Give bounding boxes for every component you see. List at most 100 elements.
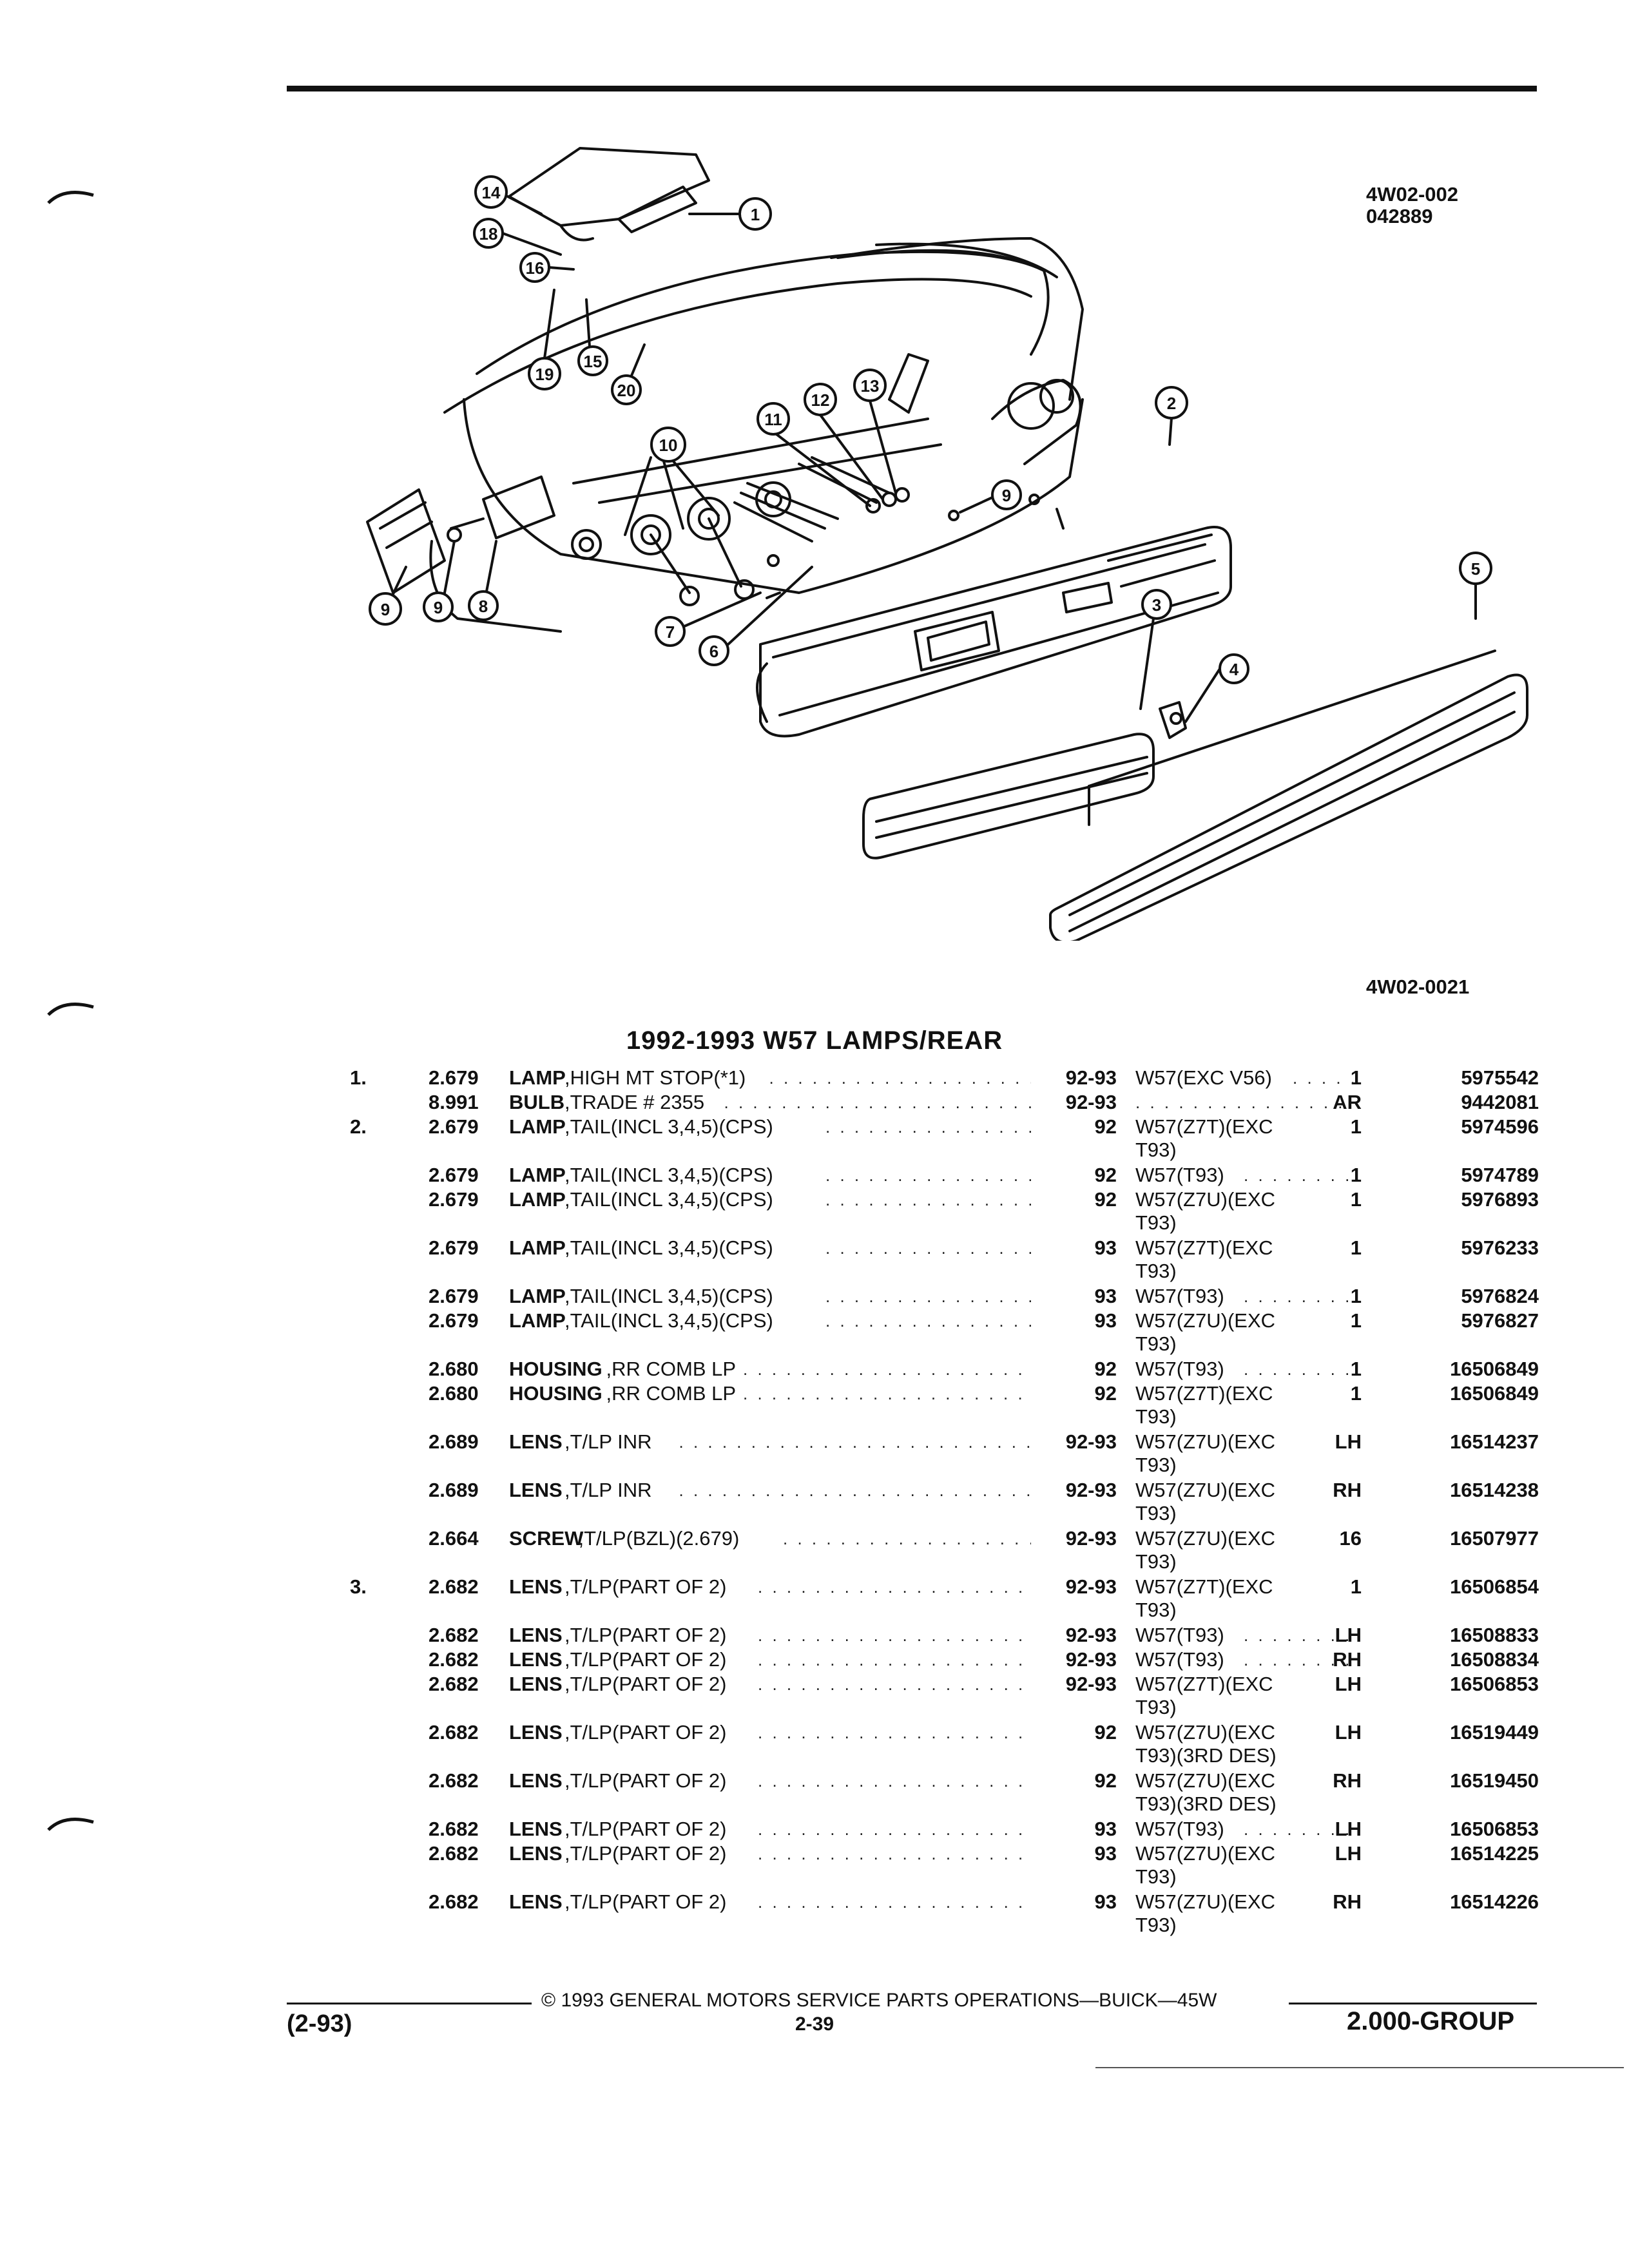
- leader-dots: . . . . . . . . . . . . . . . . . . . . …: [724, 1093, 1032, 1112]
- callout-label: 9: [1002, 486, 1011, 505]
- part-model-continued: T93): [1135, 1914, 1177, 1936]
- part-catalog-group: 2.682: [429, 1648, 479, 1671]
- callout-12: 11: [757, 402, 871, 507]
- leader-dots: . . . . . . . . . . . . . . . . . . . . …: [825, 1190, 1031, 1209]
- part-years: 92: [1094, 1188, 1117, 1211]
- part-years: 92-93: [1065, 1673, 1117, 1695]
- callout-label: 20: [617, 381, 636, 400]
- part-model-continued: T93): [1135, 1405, 1177, 1428]
- callout-9-b: 9: [423, 540, 456, 622]
- part-number: 16519450: [1450, 1769, 1539, 1792]
- part-quantity: 1: [1350, 1382, 1362, 1405]
- part-quantity: LH: [1335, 1721, 1362, 1744]
- part-number: 16519449: [1450, 1721, 1539, 1744]
- part-model-continued: T93): [1135, 1139, 1177, 1161]
- callout-20: 20: [611, 343, 646, 405]
- part-model-continued: T93): [1135, 1865, 1177, 1888]
- leader-dots: . . . . . . . . . . . . . . . . . . . . …: [1244, 1820, 1353, 1839]
- part-description: ,T/LP(PART OF 2): [564, 1769, 727, 1792]
- part-number: 16506853: [1450, 1673, 1539, 1695]
- callout-label: 14: [482, 183, 501, 202]
- part-name: LENS: [509, 1624, 563, 1646]
- leader-dots: . . . . . . . . . . . . . . . . . . . . …: [679, 1432, 1032, 1452]
- callout-9: 9: [959, 479, 1022, 514]
- leader-dots: . . . . . . . . . . . . . . . . . . . . …: [743, 1384, 1031, 1403]
- part-description: ,TAIL(INCL 3,4,5)(CPS): [564, 1115, 773, 1138]
- part-number: 16514225: [1450, 1842, 1539, 1865]
- part-name: BULB: [509, 1091, 565, 1113]
- part-description: ,RR COMB LP: [606, 1382, 737, 1405]
- callout-5: 5: [1459, 552, 1492, 620]
- part-description: ,T/LP(PART OF 2): [564, 1890, 727, 1913]
- part-name: LAMP: [509, 1236, 566, 1259]
- part-model-continued: T93): [1135, 1211, 1177, 1234]
- callout-10: 9: [369, 566, 407, 626]
- callout-label: 2: [1167, 394, 1176, 413]
- part-quantity: 1: [1350, 1066, 1362, 1089]
- callout-label: 6: [709, 642, 718, 661]
- callout-label: 12: [811, 390, 830, 410]
- part-quantity: 1: [1350, 1236, 1362, 1259]
- leader-dots: . . . . . . . . . . . . . . . . . . . . …: [825, 1166, 1031, 1185]
- part-quantity: LH: [1335, 1842, 1362, 1865]
- part-description: ,TAIL(INCL 3,4,5)(CPS): [564, 1285, 773, 1307]
- part-catalog-group: 2.679: [429, 1285, 479, 1307]
- part-model: W57(Z7U)(EXC: [1135, 1479, 1276, 1501]
- part-model: W57(Z7T)(EXC: [1135, 1673, 1273, 1695]
- leader-dots: . . . . . . . . . . . . . . . . . . . . …: [1293, 1068, 1353, 1088]
- bottom-rule: [1095, 2067, 1624, 2068]
- part-years: 92: [1094, 1358, 1117, 1380]
- callout-11: 10: [624, 427, 720, 536]
- leader-dots: . . . . . . . . . . . . . . . . . . . . …: [825, 1117, 1031, 1137]
- part-description: ,RR COMB LP: [606, 1358, 737, 1380]
- part-years: 92: [1094, 1769, 1117, 1792]
- part-description: ,T/LP(PART OF 2): [564, 1648, 727, 1671]
- callout-3: 3: [1139, 589, 1172, 710]
- part-catalog-group: 2.689: [429, 1479, 479, 1501]
- callout-label: 3: [1152, 595, 1161, 615]
- part-model-continued: T93): [1135, 1696, 1177, 1718]
- part-catalog-group: 2.682: [429, 1673, 479, 1695]
- leader-dots: . . . . . . . . . . . . . . . . . . . . …: [758, 1844, 1031, 1863]
- figure-code-top: 4W02-002 042889: [1366, 184, 1458, 227]
- callout-label: 11: [764, 410, 782, 429]
- part-model-continued: T93)(3RD DES): [1135, 1744, 1277, 1767]
- leader-dots: . . . . . . . . . . . . . . . . . . . . …: [758, 1577, 1031, 1597]
- callout-1: 1: [688, 197, 772, 231]
- callout-label: 10: [659, 436, 678, 455]
- part-description: ,TAIL(INCL 3,4,5)(CPS): [564, 1188, 773, 1211]
- part-number: 5975542: [1461, 1066, 1539, 1089]
- part-quantity: RH: [1333, 1648, 1362, 1671]
- part-name: LAMP: [509, 1164, 566, 1186]
- part-number: 16514238: [1450, 1479, 1539, 1501]
- leader-dots: . . . . . . . . . . . . . . . . . . . . …: [743, 1360, 1031, 1379]
- part-years: 92-93: [1065, 1648, 1117, 1671]
- part-name: LENS: [509, 1648, 563, 1671]
- leader-dots: . . . . . . . . . . . . . . . . . . . . …: [679, 1481, 1032, 1500]
- callout-16: 15: [577, 298, 608, 376]
- part-catalog-group: 2.682: [429, 1818, 479, 1840]
- figure-code-line: 4W02-002: [1366, 183, 1459, 206]
- part-name: LAMP: [509, 1188, 566, 1211]
- part-catalog-group: 2.679: [429, 1115, 479, 1138]
- part-quantity: 16: [1339, 1527, 1362, 1550]
- part-description: ,T/LP(BZL)(2.679): [578, 1527, 740, 1550]
- part-name: LENS: [509, 1575, 563, 1598]
- part-name: LENS: [509, 1842, 563, 1865]
- part-quantity: RH: [1333, 1769, 1362, 1792]
- leader-dots: . . . . . . . . . . . . . . . . . . . . …: [758, 1723, 1031, 1742]
- part-quantity: LH: [1335, 1430, 1362, 1453]
- leader-dots: . . . . . . . . . . . . . . . . . . . . …: [1135, 1093, 1353, 1112]
- part-years: 92-93: [1065, 1479, 1117, 1501]
- part-description: ,TAIL(INCL 3,4,5)(CPS): [564, 1236, 773, 1259]
- part-name: LENS: [509, 1721, 563, 1744]
- part-description: ,T/LP(PART OF 2): [564, 1673, 727, 1695]
- callout-4: 4: [1184, 653, 1249, 723]
- part-years: 92: [1094, 1721, 1117, 1744]
- leader-dots: . . . . . . . . . . . . . . . . . . . . …: [758, 1675, 1031, 1694]
- footer-group: 2.000-GROUP: [1347, 2007, 1515, 2035]
- figure-code-line: 042889: [1366, 205, 1433, 227]
- part-catalog-group: 2.682: [429, 1842, 479, 1865]
- leader-dots: . . . . . . . . . . . . . . . . . . . . …: [758, 1771, 1031, 1791]
- part-catalog-group: 2.682: [429, 1890, 479, 1913]
